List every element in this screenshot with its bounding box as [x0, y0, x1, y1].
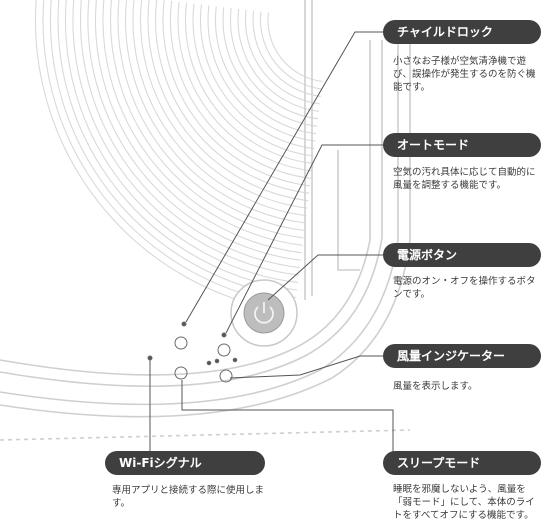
power-button-description: 電源のオン・オフを操作するボタンです。 [393, 276, 536, 300]
wifi-signal-description: 専用アプリと接続する際に使用します。 [112, 485, 265, 509]
grille-ring [214, 6, 317, 135]
grille-ring [267, 12, 323, 83]
grille-ring [34, 0, 295, 313]
power-button[interactable] [230, 279, 298, 347]
grille-ring [132, 0, 307, 217]
grille-ring [162, 0, 310, 187]
control-panel-buttons [147, 321, 238, 383]
fan-indicator-dot-2 [214, 358, 220, 364]
grille-ring [259, 11, 322, 90]
fan-indicator-description: 風量を表示します。 [393, 381, 478, 392]
leader-lines [149, 31, 394, 460]
child-lock-indicator [181, 321, 187, 327]
grille-ring [117, 0, 305, 232]
fan-indicator-dot-3 [232, 357, 238, 363]
power-icon [254, 302, 274, 324]
grille-ring [109, 0, 304, 239]
grille-ring [230, 8, 319, 120]
wifi-signal-label: Wi-Fiシグナル [105, 451, 265, 475]
grille-ring [57, 0, 298, 291]
fan-indicator-label: 風量インジケーター [383, 344, 541, 368]
grille-ring [72, 0, 300, 276]
fan-indicator-dot-1 [206, 360, 212, 366]
auto-mode-description: 空気の汚れ具体に応じて自動的に風量を調整する機能です。 [393, 167, 536, 191]
grille-ring [192, 3, 314, 157]
auto-mode-button [217, 343, 231, 357]
sleep-mode-description: 睡眠を邪魔しないよう、風量を「弱モード」にして、本体のライトをすべてオフにする機… [393, 484, 535, 521]
grille-ring [49, 0, 297, 299]
sleep-mode-label: スリープモード [383, 451, 541, 475]
grille-ring [155, 0, 310, 194]
grille-ring [199, 4, 315, 150]
device-body-outline [0, 0, 411, 441]
grille-ring [244, 9, 320, 105]
power-button-label: 電源ボタン [383, 243, 541, 267]
auto-mode-label: オートモード [383, 133, 541, 157]
grille-ring [64, 0, 299, 284]
grille-ring [169, 0, 311, 179]
fan-speed-button [219, 369, 233, 383]
child-lock-description: 小さなお子様が空気清浄機で遊び、誤操作が発生するのを防ぐ機能です。 [393, 56, 536, 93]
fan-grille [34, 0, 323, 313]
child-lock-label: チャイルドロック [383, 20, 541, 44]
wifi-indicator [147, 355, 153, 361]
grille-ring [207, 5, 316, 142]
sleep-mode-button [174, 366, 188, 380]
grille-ring [94, 0, 302, 254]
grille-ring [124, 0, 306, 224]
auto-mode-indicator [221, 332, 227, 338]
grille-ring [42, 0, 296, 306]
grille-ring [139, 0, 308, 209]
grille-ring [237, 8, 319, 112]
grille-ring [87, 0, 301, 261]
grille-ring [184, 2, 313, 164]
child-lock-button [174, 336, 188, 350]
grille-ring [147, 0, 309, 202]
grille-ring [177, 1, 312, 172]
grille-ring [102, 0, 303, 246]
grille-ring [79, 0, 300, 269]
grille-ring [222, 7, 318, 127]
